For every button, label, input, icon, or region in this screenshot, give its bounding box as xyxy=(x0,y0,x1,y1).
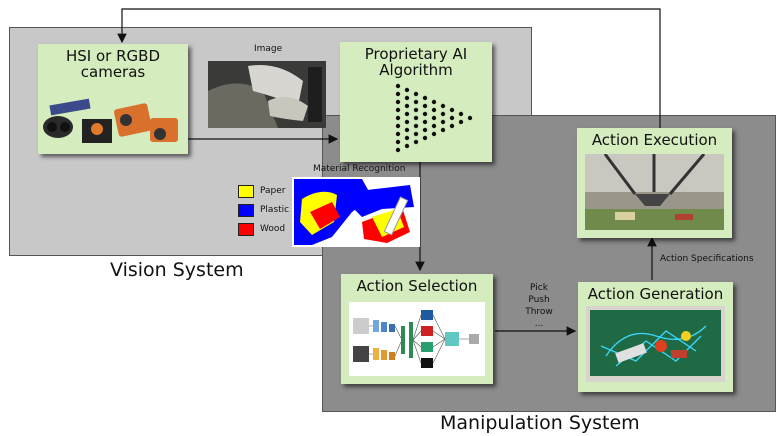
camera-devices-illustration xyxy=(43,98,178,143)
cameras-title-line2: cameras xyxy=(80,63,146,81)
action-generation-title: Action Generation xyxy=(587,285,724,303)
action-specifications-label: Action Specifications xyxy=(660,254,754,264)
action-selection-box: Action Selection xyxy=(341,274,493,384)
action-throw: Throw xyxy=(525,307,553,317)
neural-network-icon xyxy=(395,83,473,153)
manipulation-system-label: Manipulation System xyxy=(440,412,640,434)
robot-execution-photo xyxy=(585,154,724,230)
action-more: ... xyxy=(534,319,544,329)
grasp-generation-photo xyxy=(586,306,725,382)
legend-wood-swatch xyxy=(238,223,254,236)
image-label: Image xyxy=(254,44,283,54)
action-selection-title: Action Selection xyxy=(356,277,478,295)
legend-wood-label: Wood xyxy=(260,224,286,234)
legend-plastic-swatch xyxy=(238,204,254,217)
cameras-title-line1: HSI or RGBD xyxy=(66,47,160,65)
vision-system-label: Vision System xyxy=(110,259,244,281)
action-push: Push xyxy=(528,295,550,305)
ai-algorithm-box: Proprietary AI Algorithm xyxy=(340,42,492,162)
feedback-arrow xyxy=(117,8,661,128)
input-image-photo xyxy=(208,61,326,128)
ai-title-line2: Algorithm xyxy=(379,61,453,79)
selection-network-diagram xyxy=(349,302,485,376)
action-generation-box: Action Generation xyxy=(578,282,733,392)
actions-list: Pick Push Throw ... xyxy=(520,282,558,330)
legend-paper-label: Paper xyxy=(260,186,286,196)
material-segmentation-map xyxy=(292,177,420,247)
ai-title-line1: Proprietary AI xyxy=(364,45,468,63)
legend-paper-swatch xyxy=(238,185,254,198)
action-pick: Pick xyxy=(530,283,548,293)
action-execution-title: Action Execution xyxy=(591,131,718,149)
material-recognition-label: Material Recognition xyxy=(313,164,406,174)
cameras-box: HSI or RGBD cameras xyxy=(38,44,188,154)
action-execution-box: Action Execution xyxy=(577,128,732,238)
legend-plastic-label: Plastic xyxy=(260,205,290,215)
material-legend: Paper Plastic Wood xyxy=(238,185,298,241)
